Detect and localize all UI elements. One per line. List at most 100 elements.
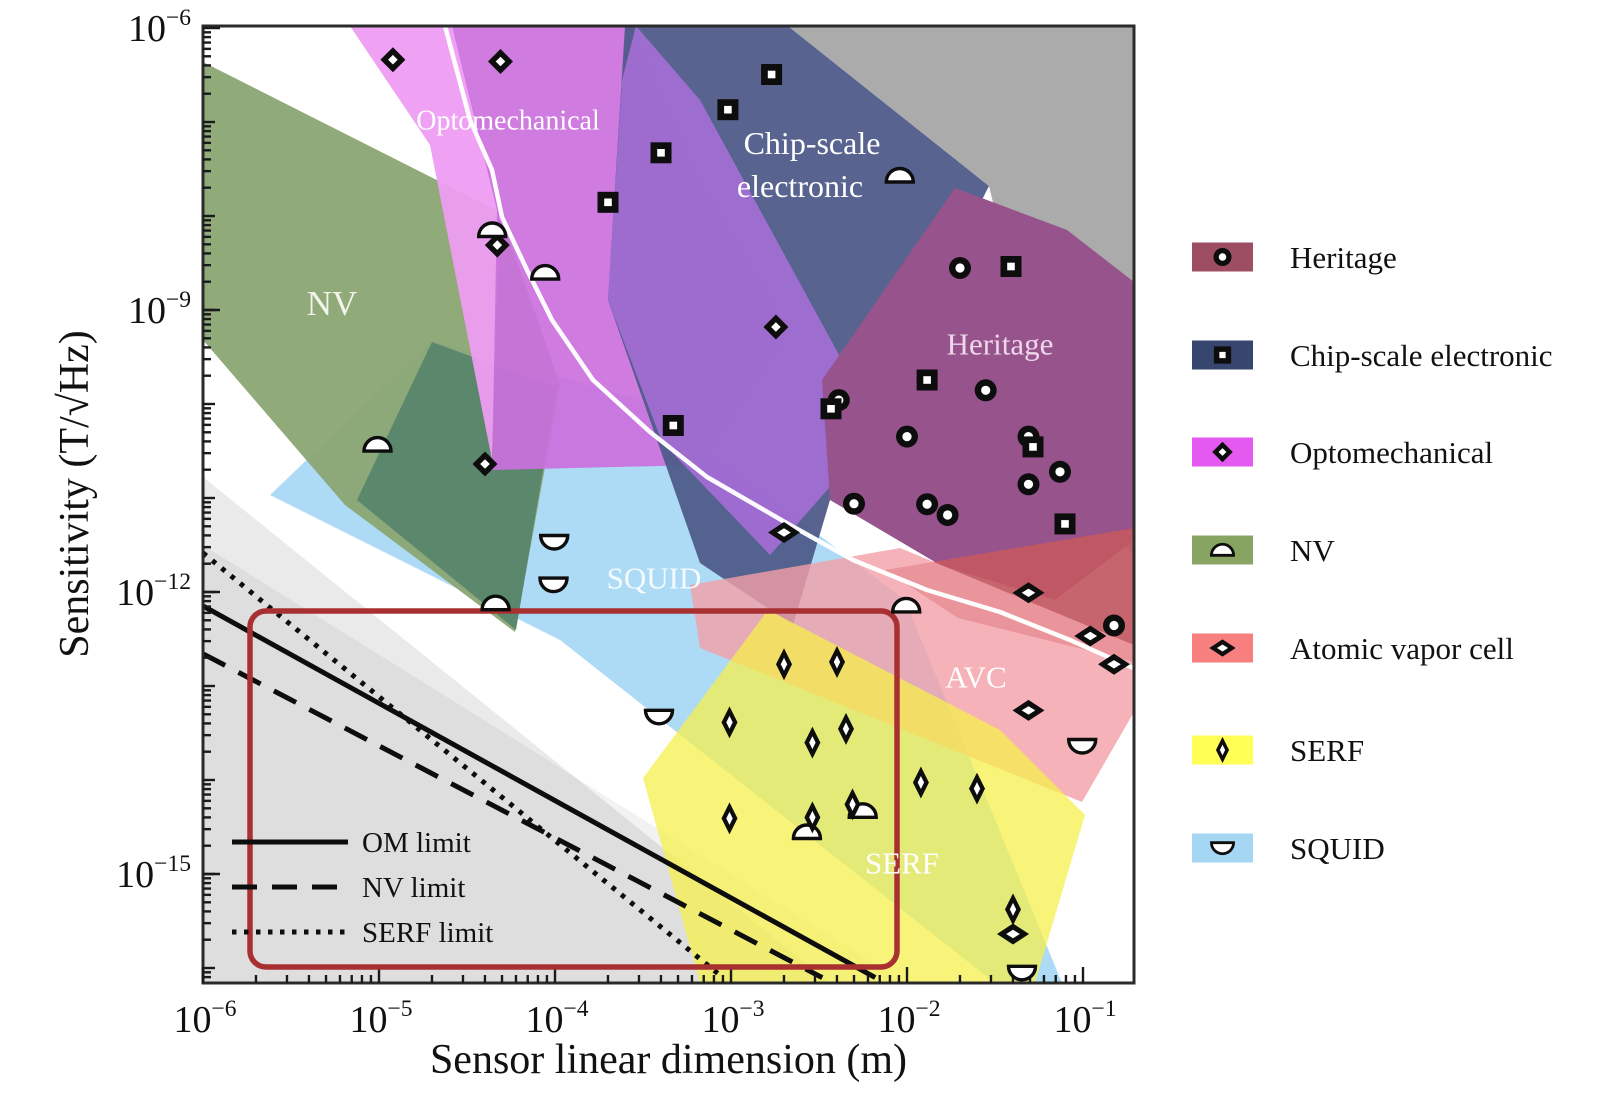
marker-dome-down [538,576,569,594]
y-tick-label: 10−6 [128,5,191,50]
marker-diamond [484,232,510,258]
legend-row-nv: NV [1192,533,1335,568]
inner-legend-label: OM limit [362,827,471,859]
legend-label: NV [1290,533,1335,568]
marker-dome-up [480,594,511,612]
marker-wide-diamond [1012,582,1045,604]
marker-thin-diamond [844,788,861,821]
marker-thin-diamond [804,726,821,759]
marker-square [1054,513,1076,535]
plot-frame [201,24,1136,985]
region-label: Heritage [947,327,1054,362]
legend-marker-dome-down [1210,841,1235,856]
series-atomic-vapor-cell [768,522,1130,945]
marker-wide-diamond [1012,699,1045,721]
marker-square [916,369,938,391]
scaling-white-curve [442,25,1134,671]
series-heritage [827,257,1125,637]
marker-thin-diamond [969,772,985,805]
marker-square [650,142,672,164]
marker-square [761,64,783,85]
legend-marker-diamond [1212,441,1233,463]
legend-label: SERF [1290,733,1364,768]
legend-label: SQUID [1290,831,1385,866]
legend-label: Optomechanical [1290,435,1493,470]
y-tick-label: 10−15 [116,851,191,896]
series-chip-scale-electronic [597,64,1076,535]
marker-diamond [472,451,498,477]
series-nv [362,166,922,841]
legend-row-squid: SQUID [1192,831,1385,866]
limit-line-dashed [201,651,824,980]
marker-circle [843,492,865,515]
legend-marker-square [1213,346,1232,364]
series-optomechanical [380,47,789,477]
marker-circle [1049,460,1071,483]
marker-circle [949,257,971,279]
marker-square [597,191,619,213]
marker-thin-diamond [776,648,792,681]
region-serf [643,610,1085,983]
region-optomechanical-light [350,26,500,460]
marker-thin-diamond [804,801,821,834]
marker-dome-down [1006,964,1038,982]
marker-dome-down [1066,737,1098,755]
markers-layer [362,47,1130,982]
marker-dome-down [643,708,675,726]
series-serf [721,646,1021,926]
marker-dome-up [890,596,922,614]
series-squid [538,533,1098,982]
x-tick-label: 10−5 [349,996,412,1041]
marker-square [662,415,684,436]
marker-wide-diamond [1074,625,1107,647]
legend-row-chip-scale-electronic: Chip-scale electronic [1192,338,1553,373]
legend-row-serf: SERF [1192,733,1364,768]
legend-row-optomechanical: Optomechanical [1192,435,1493,470]
marker-thin-diamond [1005,893,1021,926]
legend-row-atomic-vapor-cell: Atomic vapor cell [1192,631,1514,666]
marker-square [1022,436,1044,458]
inner-legend-label: SERF limit [362,917,493,949]
region-label: SERF [865,846,939,881]
x-axis-title: Sensor linear dimension (m) [429,1037,908,1083]
marker-circle [974,379,997,402]
limit-lines [201,551,877,980]
legend-marker-dome-up [1210,542,1235,557]
x-tick-label: 10−2 [877,996,940,1041]
x-tick-label: 10−1 [1053,996,1116,1041]
marker-thin-diamond [838,712,854,745]
marker-wide-diamond [997,923,1029,945]
y-tick-label: 10−9 [128,287,191,332]
marker-dome-up [791,823,823,841]
marker-dome-down [538,533,570,551]
marker-thin-diamond [829,646,845,678]
marker-square [717,99,739,121]
marker-diamond [380,47,406,73]
marker-diamond [763,314,789,340]
limit-line-dotted [201,551,725,980]
region-label: SQUID [607,561,702,596]
marker-circle [1017,473,1040,496]
marker-circle [896,425,918,448]
marker-square [820,398,842,420]
y-tick-label: 10−12 [116,569,191,614]
marker-circle [1103,614,1125,637]
marker-thin-diamond [721,802,738,835]
region-label: AVC [945,660,1006,695]
marker-dome-up [362,435,393,453]
marker-diamond [488,49,513,74]
legend-label: Heritage [1290,240,1397,275]
marker-thin-diamond [721,706,738,739]
inner-legend-label: NV limit [362,872,465,904]
region-label: Optomechanical [416,106,600,137]
legend-row-heritage: Heritage [1192,240,1397,275]
marker-square [1000,256,1022,277]
region-label: electronic [737,168,863,204]
y-axis-title: Sensitivity (T/√Hz) [52,330,98,658]
marker-wide-diamond [1098,653,1130,675]
marker-circle [916,493,939,516]
region-label: Chip-scale [744,125,881,161]
